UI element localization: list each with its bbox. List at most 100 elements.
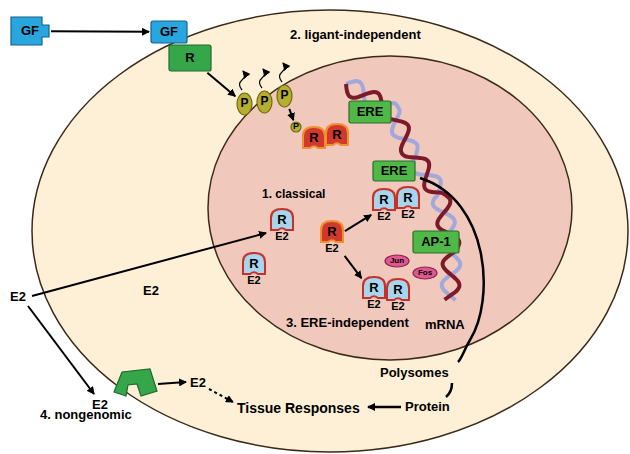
annotation-label: 3. ERE-independent	[286, 316, 409, 330]
node-label: GF	[160, 25, 178, 39]
node-label: R	[403, 186, 412, 208]
signal-arrow	[289, 109, 293, 120]
annotation-label: E2	[143, 284, 159, 298]
fos-protein: Fos	[412, 266, 438, 280]
jun-protein: Jun	[384, 254, 410, 268]
growth-factor-receptor-outline	[169, 45, 211, 71]
node-label: AP-1	[421, 235, 451, 249]
estrogen-receptor: RE2	[242, 252, 266, 290]
node-label: ERE	[357, 105, 384, 119]
signal-arrow	[158, 382, 186, 384]
node-label: R	[327, 220, 336, 242]
annotation-label: Polysomes	[380, 366, 449, 380]
e2-nongenomic-arrow	[28, 306, 94, 394]
annotation-label: 2. ligant-independent	[290, 28, 421, 42]
annotation-label: Tissue Responses	[237, 401, 360, 416]
protein-arrow	[368, 406, 401, 409]
ap1-element: AP-1	[412, 230, 460, 254]
estrogen-receptor-outline	[387, 279, 409, 300]
ap1-element-outline	[413, 231, 459, 253]
node-label: R	[332, 123, 341, 145]
ligand-label: E2	[275, 230, 288, 242]
node-label: R	[369, 276, 378, 298]
estrogen-receptor: R	[325, 123, 349, 147]
nucleus	[208, 56, 572, 360]
annotation-label: 1. classical	[262, 188, 325, 201]
node-label: R	[249, 252, 258, 274]
estrogen-receptor: RE2	[372, 188, 396, 226]
phosphate-outline	[277, 85, 292, 107]
estrogen-receptor-outline	[243, 253, 265, 274]
estrogen-receptor-outline	[303, 127, 325, 148]
ligand-label: E2	[247, 274, 260, 286]
node-label: Jun	[390, 257, 404, 266]
phosphorylation-arrow	[240, 71, 245, 90]
phosphate: P	[290, 121, 302, 133]
estrogen-receptor: RE2	[362, 276, 386, 314]
estrogen-receptor: RE2	[386, 278, 410, 316]
estrogen-receptor-outline	[271, 209, 293, 230]
annotation-label: E2	[190, 376, 206, 390]
node-label: R	[309, 126, 318, 148]
signal-arrow	[51, 30, 149, 33]
ere-element-outline	[349, 101, 391, 123]
phosphate: P	[236, 92, 253, 116]
annotation-label: E2	[10, 290, 26, 304]
dotted-signal-arrow	[209, 389, 233, 402]
cell-membrane	[32, 10, 628, 452]
phosphate: P	[256, 90, 273, 114]
node-label: P	[280, 89, 288, 102]
node-label: R	[393, 278, 402, 300]
node-label: P	[293, 122, 299, 132]
ere-element: ERE	[348, 100, 392, 124]
ligand-label: E2	[391, 300, 404, 312]
annotation-label: mRNA	[425, 318, 465, 332]
jun-protein-outline	[385, 255, 409, 267]
growth-factor-outline	[11, 17, 49, 45]
estrogen-receptor-outline	[373, 189, 395, 210]
estrogen-receptor: RE2	[270, 208, 294, 246]
dna-strand	[346, 84, 459, 300]
estrogen-receptor-outline	[363, 277, 385, 298]
ere-element: ERE	[372, 160, 416, 182]
ligand-label: E2	[367, 298, 380, 310]
phosphate: P	[276, 84, 293, 108]
ere-element-outline	[373, 161, 415, 181]
node-label: ERE	[381, 164, 408, 178]
annotation-label: 4. nongenomic	[40, 408, 132, 422]
node-label: GF	[21, 24, 39, 38]
node-label: R	[185, 51, 194, 65]
estrogen-receptor-outline	[321, 221, 343, 242]
membrane-er-receptor	[114, 369, 157, 396]
phosphate-outline	[237, 93, 252, 115]
estrogen-receptor: RE2	[320, 220, 344, 258]
ligand-label: E2	[377, 210, 390, 222]
phosphorylation-arrow	[260, 69, 265, 88]
estrogen-receptor: R	[302, 126, 326, 150]
bound-growth-factor: GF	[150, 20, 188, 44]
bound-growth-factor-outline	[151, 21, 187, 43]
estrogen-receptor: RE2	[396, 186, 420, 224]
node-label: P	[260, 95, 268, 108]
node-label: R	[277, 208, 286, 230]
polysome-strand	[446, 383, 452, 397]
estrogen-receptor-outline	[397, 187, 419, 208]
signal-arrow	[207, 73, 235, 97]
signal-arrow	[345, 215, 371, 231]
node-label: Fos	[418, 269, 432, 278]
phosphate-outline	[291, 122, 301, 132]
ligand-label: E2	[401, 208, 414, 220]
fos-protein-outline	[413, 267, 437, 279]
growth-factor: GF	[10, 16, 50, 46]
node-label: P	[240, 97, 248, 110]
estrogen-receptor-outline	[326, 124, 348, 145]
signal-arrow	[345, 256, 362, 278]
annotation-label: E2	[92, 398, 108, 412]
growth-factor-receptor: R	[168, 44, 212, 72]
annotation-label: Protein	[405, 400, 450, 414]
phosphorylation-arrow	[280, 63, 285, 82]
